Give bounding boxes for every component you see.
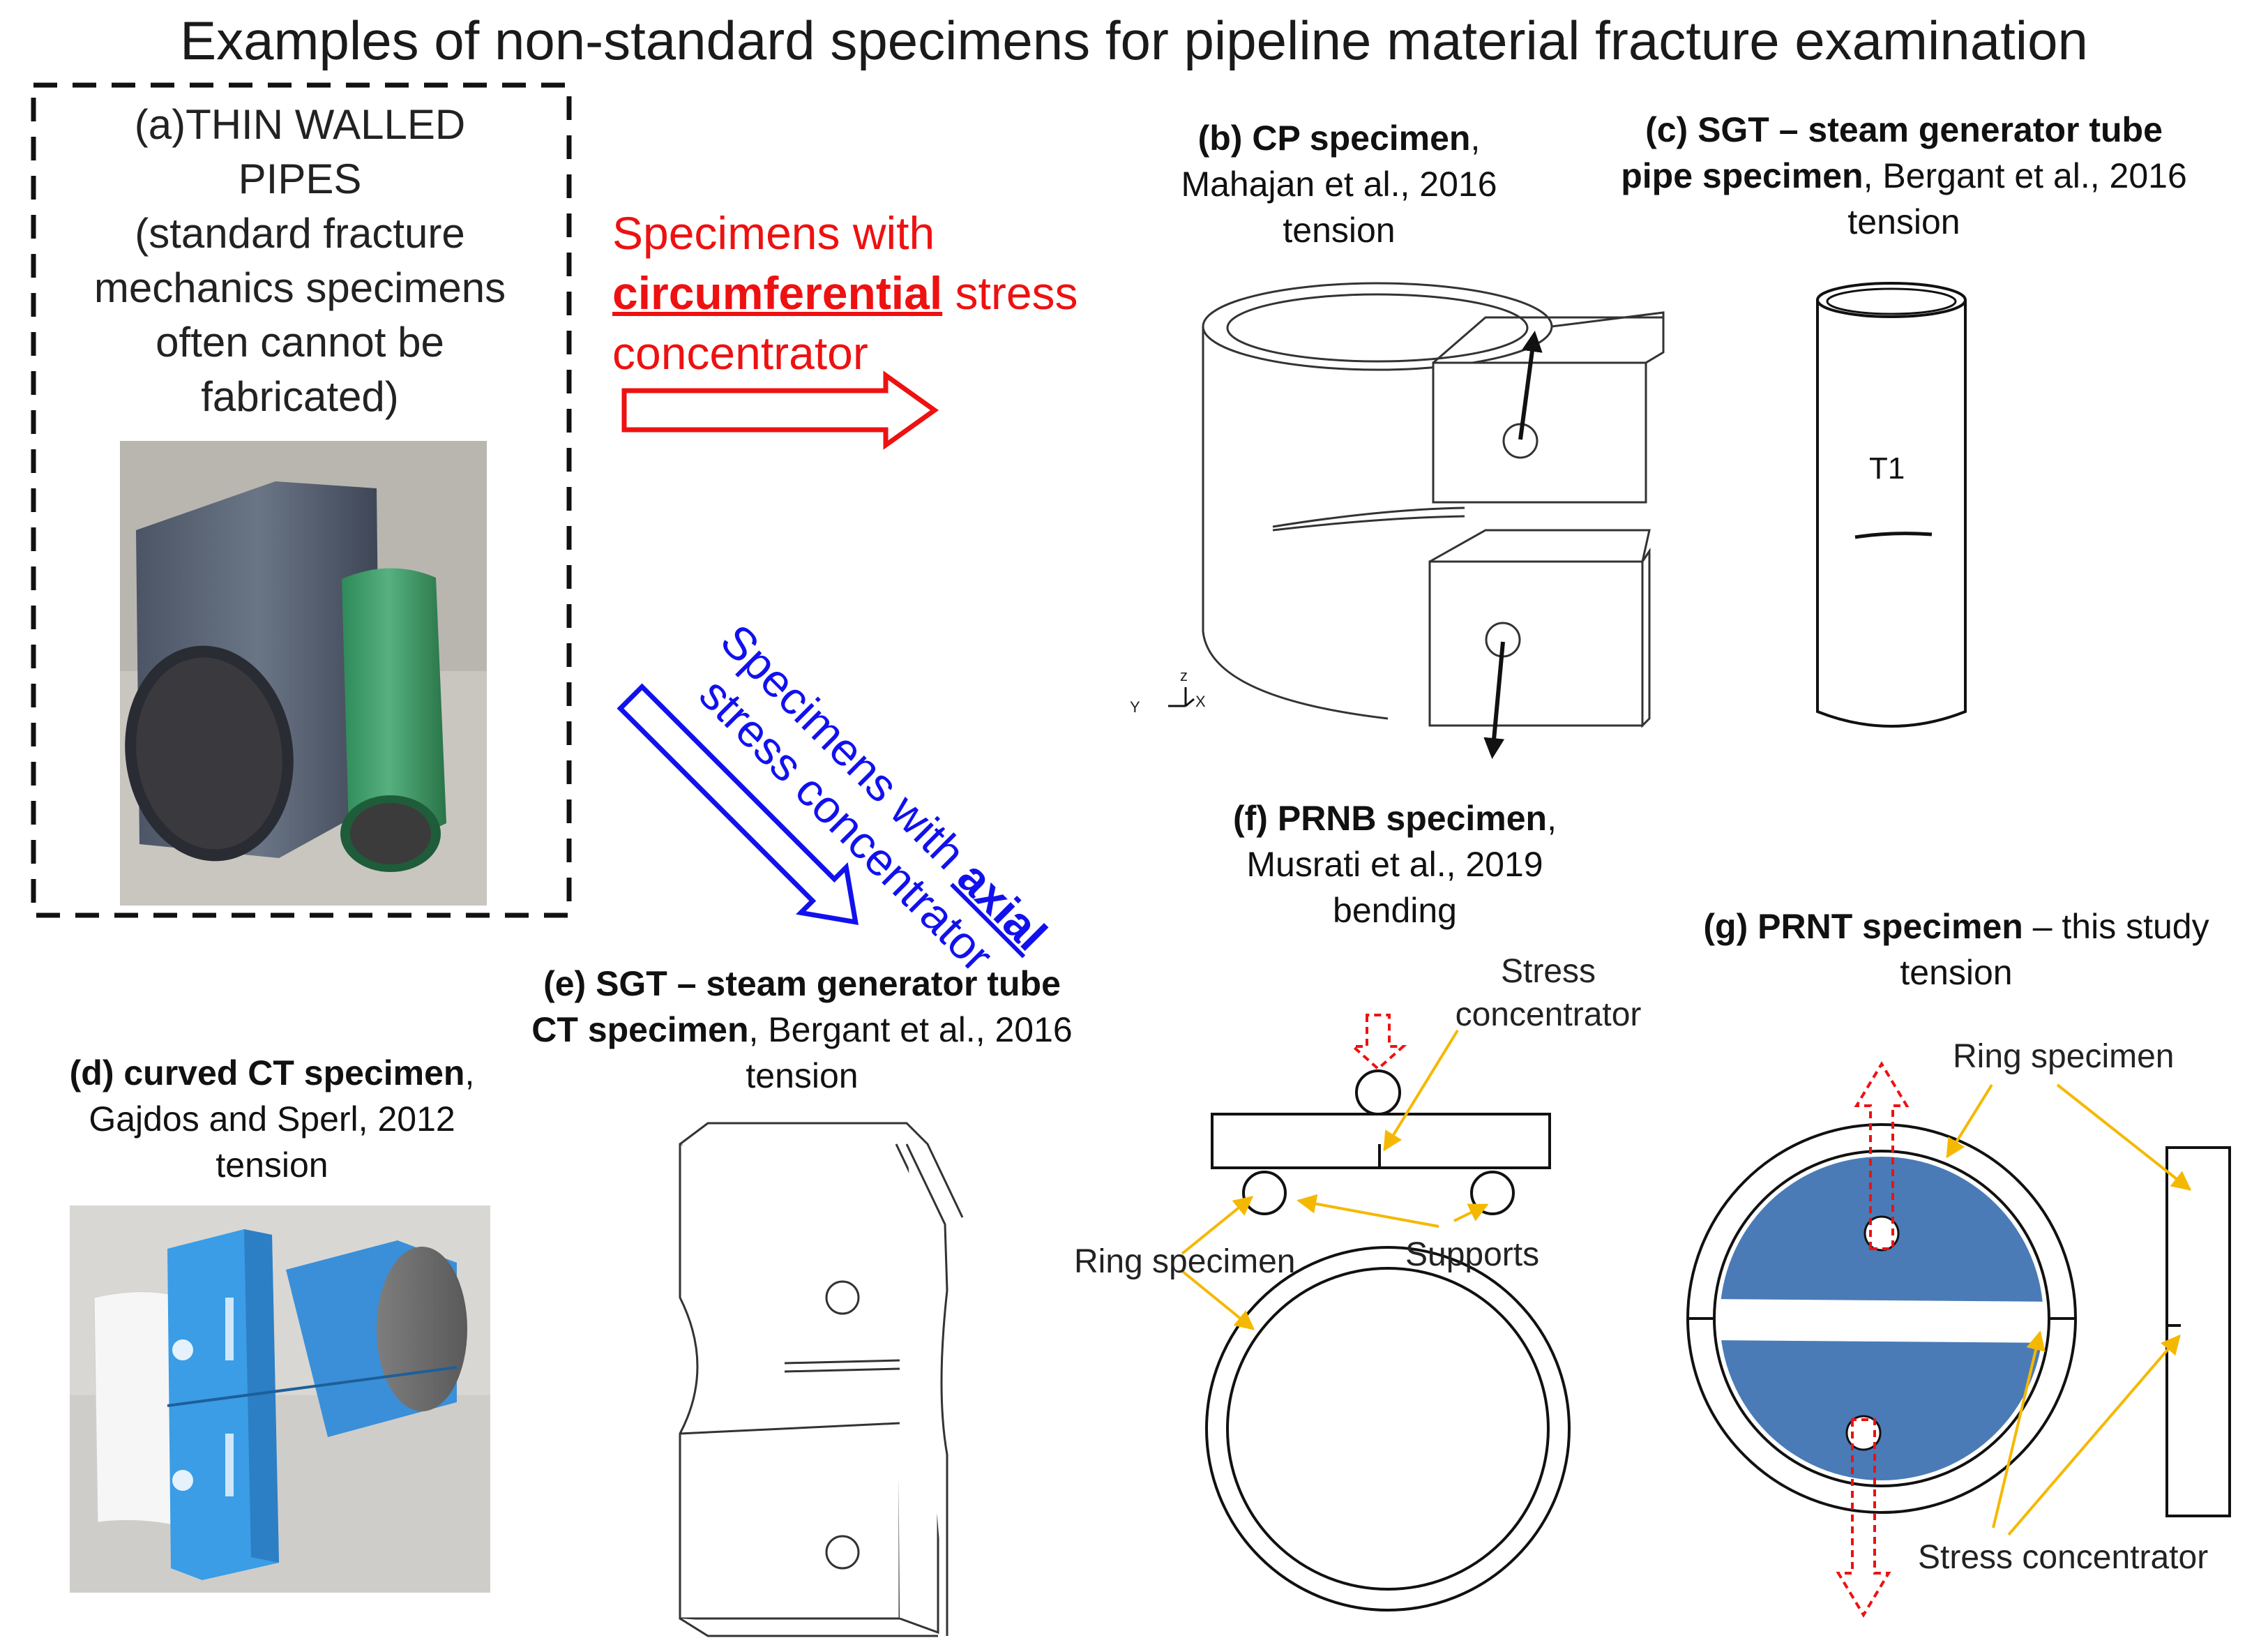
thin-walled-pipes-photo bbox=[120, 441, 487, 906]
panel-b-sep: , bbox=[1470, 119, 1481, 158]
panel-g-label: (g) PRNT specimen bbox=[1703, 907, 2023, 946]
cp-force-arrow-down bbox=[1483, 641, 1505, 759]
panel-g-line2: tension bbox=[1900, 953, 2013, 992]
panel-a-caption: (a)THIN WALLED PIPES (standard fracture … bbox=[42, 98, 558, 424]
panel-d-sep: , bbox=[464, 1053, 475, 1092]
panel-d-caption: (d) curved CT specimen, Gajdos and Sperl… bbox=[28, 1050, 516, 1188]
panel-f-sep: , bbox=[1547, 799, 1557, 838]
panel-e-label-line2: CT specimen bbox=[531, 1010, 749, 1049]
panel-d-line2: Gajdos and Sperl, 2012 bbox=[89, 1099, 455, 1139]
panel-e-caption: (e) SGT – steam generator tube CT specim… bbox=[488, 961, 1116, 1099]
panel-e-line3: tension bbox=[746, 1056, 859, 1095]
red-line1: Specimens with bbox=[612, 207, 935, 259]
prnt-ring-specimen-label: Ring specimen bbox=[1953, 1038, 2175, 1075]
prnb-annotations bbox=[1181, 1029, 1489, 1330]
panel-c-label-rest: , Bergant et al., 2016 bbox=[1863, 156, 2187, 195]
panel-g-caption: (g) PRNT specimen – this study tension bbox=[1660, 903, 2253, 996]
panel-e-label-line1: (e) SGT – steam generator tube bbox=[543, 964, 1061, 1003]
panel-b-label: (b) CP specimen bbox=[1197, 119, 1471, 158]
red-line3: concentrator bbox=[612, 326, 868, 379]
prnb-supports-label: Supports bbox=[1405, 1236, 1540, 1273]
prnt-drawing bbox=[1686, 1123, 2231, 1517]
prnt-load-arrow-down bbox=[1836, 1418, 1891, 1618]
red-after-word: stress bbox=[942, 266, 1078, 319]
axis-triad bbox=[1168, 687, 1195, 707]
panel-d-line3: tension bbox=[216, 1146, 328, 1185]
panel-c-label-line2: pipe specimen bbox=[1621, 156, 1863, 195]
panel-b-line3: tension bbox=[1283, 211, 1396, 250]
sgt-ct-specimen-drawing bbox=[679, 1122, 964, 1637]
axis-y-label: Y bbox=[1130, 698, 1140, 716]
figure-title: Examples of non-standard specimens for p… bbox=[180, 10, 2088, 71]
axis-z-label: z bbox=[1180, 667, 1188, 684]
cp-specimen-drawing bbox=[1202, 282, 1665, 728]
prnt-load-arrow-up bbox=[1854, 1061, 1910, 1250]
prnb-load-arrow bbox=[1349, 1014, 1407, 1071]
panel-e-label-rest: , Bergant et al., 2016 bbox=[748, 1010, 1073, 1049]
panel-a-note-line1: (standard fracture bbox=[135, 210, 465, 257]
panel-c-caption: (c) SGT – steam generator tube pipe spec… bbox=[1562, 107, 2246, 245]
panel-d-label: (d) curved CT specimen bbox=[69, 1053, 465, 1092]
panel-b-line2: Mahajan et al., 2016 bbox=[1181, 165, 1497, 204]
panel-f-caption: (f) PRNB specimen, Musrati et al., 2019 … bbox=[1151, 795, 1639, 933]
panel-a-note-line3: often cannot be bbox=[156, 319, 444, 366]
sgt-pipe-drawing bbox=[1816, 282, 1967, 728]
panel-a-note-line2: mechanics specimens bbox=[93, 264, 506, 311]
panel-a-heading-line1: (a)THIN WALLED bbox=[134, 101, 466, 148]
circumferential-label: Specimens with circumferential stress co… bbox=[612, 204, 1142, 383]
prnb-stress-concentrator-label: Stress concentrator bbox=[1455, 953, 1642, 1034]
t1-mark: T1 bbox=[1869, 451, 1905, 486]
prnt-annotations bbox=[1946, 1083, 2192, 1536]
curved-ct-specimen-render bbox=[70, 1205, 490, 1593]
panel-a-note-line4: fabricated) bbox=[201, 373, 399, 420]
panel-f-line2: Musrati et al., 2019 bbox=[1246, 845, 1543, 884]
cp-force-arrow-up bbox=[1518, 331, 1543, 440]
axis-x-label: X bbox=[1195, 693, 1206, 710]
panel-c-label-line1: (c) SGT – steam generator tube bbox=[1645, 110, 2163, 149]
prnb-drawing bbox=[1205, 1069, 1571, 1612]
panel-c-line3: tension bbox=[1847, 202, 1960, 241]
panel-a-frame bbox=[31, 82, 572, 918]
panel-f-line3: bending bbox=[1333, 891, 1457, 930]
panel-a-heading-line2: PIPES bbox=[238, 156, 362, 202]
red-bold-word: circumferential bbox=[612, 266, 943, 319]
panel-g-label-rest: – this study bbox=[2023, 907, 2209, 946]
panel-f-label: (f) PRNB specimen bbox=[1233, 799, 1548, 838]
panel-b-caption: (b) CP specimen, Mahajan et al., 2016 te… bbox=[1095, 115, 1583, 253]
red-arrow bbox=[621, 370, 939, 450]
prnb-ring-specimen-label: Ring specimen bbox=[1074, 1243, 1296, 1280]
prnt-stress-concentrator-label: Stress concentrator bbox=[1918, 1539, 2209, 1576]
blue-arrow bbox=[617, 683, 859, 926]
